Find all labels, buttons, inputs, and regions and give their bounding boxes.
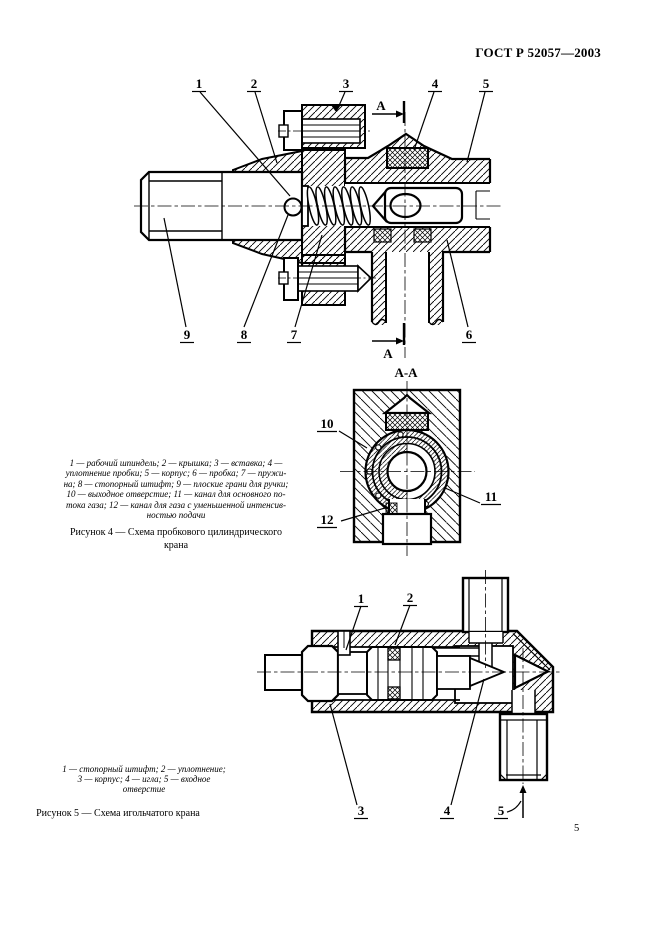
spindle-shaft xyxy=(264,654,306,691)
inlet-fitting xyxy=(498,712,549,782)
standard-code-header: ГОСТ Р 52057—2003 xyxy=(475,45,601,60)
svg-text:А: А xyxy=(383,346,393,361)
legend-line: 1 — стопорный штифт; 2 — уплотнение; xyxy=(62,764,226,774)
callout-4: 4 xyxy=(432,76,439,91)
fig4-caption: Рисунок 4 — Схема пробкового цилиндричес… xyxy=(52,527,300,552)
fig5-legend: 1 — стопорный штифт; 2 — уплотнение; 3 —… xyxy=(56,764,232,794)
callout-6: 6 xyxy=(466,327,473,342)
callout-11: 11 xyxy=(485,489,497,504)
callout-7: 7 xyxy=(291,327,298,342)
legend-line: 10 — выходное отверстие; 11 — канал для … xyxy=(66,489,286,500)
fig5-drawing: 1 2 3 4 5 xyxy=(257,570,560,820)
legend-line: уплотнение пробки; 5 — корпус; 6 — пробк… xyxy=(65,468,287,479)
inlet-flow-arrow xyxy=(519,785,527,818)
callout-2: 2 xyxy=(407,590,414,605)
legend-line: 3 — корпус; 4 — игла; 5 — входное xyxy=(77,774,211,784)
fig5-leader-lines xyxy=(329,604,522,813)
page-number: 5 xyxy=(574,823,580,834)
stem-collar xyxy=(366,646,438,701)
fig5-caption: Рисунок 5 — Схема игольчатого крана xyxy=(36,808,200,819)
legend-line: тока газа; 12 — канал для газа с уменьше… xyxy=(66,499,286,510)
legend-line: 1 — рабочий шпиндель; 2 — крышка; 3 — вс… xyxy=(69,458,283,468)
callout-8: 8 xyxy=(241,327,248,342)
section-aa-drawing: А-А 10 11 12 xyxy=(317,365,501,556)
callout-1: 1 xyxy=(196,76,203,91)
legend-line: на; 8 — стопорный штифт; 9 — плоские гра… xyxy=(63,478,289,489)
fig4-callouts: 1 2 3 4 5 9 8 7 6 xyxy=(180,76,493,344)
callout-10: 10 xyxy=(321,416,334,431)
section-marker-bottom: А xyxy=(372,323,406,361)
callout-5: 5 xyxy=(483,76,490,91)
callout-5: 5 xyxy=(498,803,505,818)
spindle-nut xyxy=(300,644,340,703)
fig4-legend: 1 — рабочий шпиндель; 2 — крышка; 3 — вс… xyxy=(57,458,295,520)
pipe-break-lines xyxy=(371,318,444,326)
legend-line: отверстие xyxy=(122,784,166,794)
callout-9: 9 xyxy=(184,327,191,342)
callout-12: 12 xyxy=(321,512,334,527)
valve-plug xyxy=(371,186,464,225)
fig4-drawing: А А 1 2 3 4 5 9 8 7 6 xyxy=(134,76,502,361)
caption-line: крана xyxy=(163,539,189,551)
callout-2: 2 xyxy=(251,76,258,91)
callout-3: 3 xyxy=(358,803,365,818)
section-aa-leaders xyxy=(338,430,481,522)
section-marker-top: А xyxy=(372,98,406,123)
legend-line: ностью подачи xyxy=(146,510,206,521)
fig4-leader-lines xyxy=(163,91,486,328)
svg-text:А: А xyxy=(376,98,386,113)
callout-3: 3 xyxy=(343,76,350,91)
stopper-pin xyxy=(283,197,303,217)
callout-1: 1 xyxy=(358,591,365,606)
caption-line: Рисунок 4 — Схема пробкового цилиндричес… xyxy=(70,527,282,538)
top-screw xyxy=(278,104,370,151)
fig5-callouts: 1 2 3 4 5 xyxy=(354,590,508,820)
bottom-screw xyxy=(278,254,376,306)
section-aa-callouts: 10 11 12 xyxy=(317,416,501,529)
callout-4: 4 xyxy=(444,803,451,818)
section-aa-title: А-А xyxy=(394,365,418,380)
